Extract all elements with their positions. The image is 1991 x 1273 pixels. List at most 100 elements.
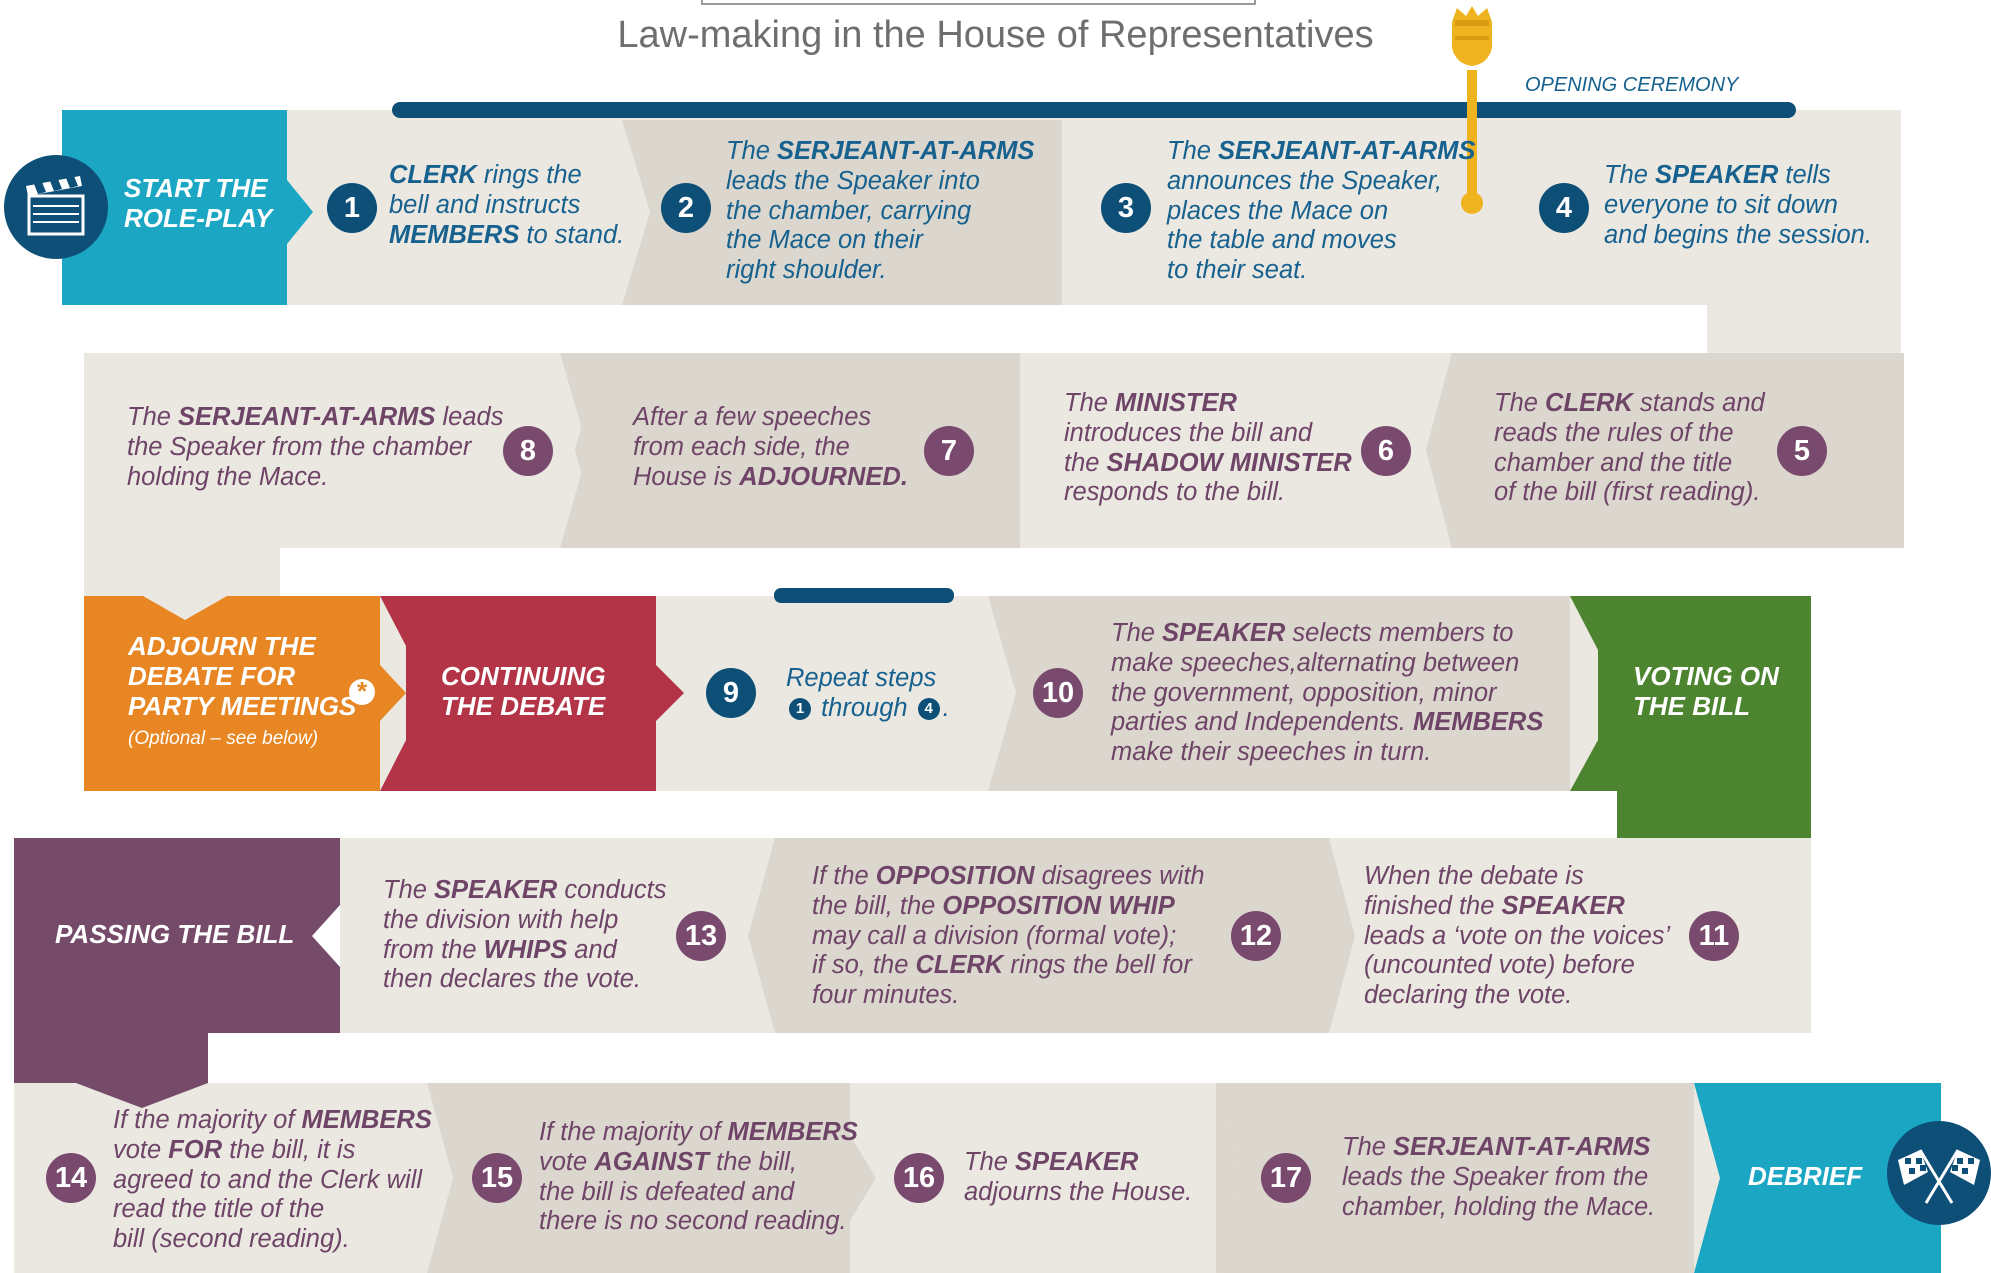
step-text-line: make speeches,alternating between	[1111, 649, 1543, 679]
step-text-fragment: through	[814, 693, 915, 722]
step-text-fragment: leads	[435, 403, 504, 431]
step-number-badge: 5	[1777, 426, 1827, 476]
step-text-fragment: If the	[812, 862, 876, 890]
continuing-header: CONTINUING THE DEBATE	[441, 661, 606, 722]
step-text-fragment: The	[1604, 161, 1656, 189]
step-text-line: After a few speeches	[633, 403, 908, 433]
step-text-fragment: The	[1111, 619, 1163, 647]
step-text-line: introduces the bill and	[1064, 419, 1352, 449]
voting-header-line: THE BILL	[1633, 690, 1750, 721]
step-text-line: the Speaker from the chamber	[127, 433, 503, 463]
start-header-line: ROLE-PLAY	[124, 202, 273, 233]
step-text-fragment: leads a ‘vote on the voices’	[1364, 921, 1671, 950]
step-text-fragment: stands and	[1632, 389, 1765, 417]
adjourn-header-line: DEBATE FOR	[128, 660, 296, 691]
step-text-line: and begins the session.	[1604, 221, 1872, 251]
step-number-badge: 11	[1689, 911, 1739, 961]
role-keyword: SERJEANT-AT-ARMS	[178, 403, 436, 431]
step-text-fragment: the bill, it is	[222, 1135, 356, 1164]
role-keyword: MEMBERS	[727, 1118, 858, 1146]
role-keyword: CLERK	[1545, 389, 1633, 417]
step-text-fragment: may call a division (formal vote);	[812, 921, 1177, 950]
step-text-line: responds to the bill.	[1064, 478, 1352, 508]
step-text-fragment: from each side, the	[633, 432, 850, 461]
step-text-fragment: rings the bell for	[1003, 951, 1192, 980]
step-text-fragment: parties and Independents.	[1111, 708, 1413, 737]
step-text-line: If the OPPOSITION disagrees with	[812, 862, 1205, 892]
role-keyword: FOR	[168, 1135, 223, 1164]
opening-ceremony-bar	[392, 102, 1796, 118]
step-text-line: finished the SPEAKER	[1364, 892, 1670, 922]
step-text-line: The MINISTER	[1064, 389, 1352, 419]
step-text-line: (uncounted vote) before	[1364, 951, 1670, 981]
inline-step-badge: 1	[789, 698, 811, 721]
step-text-fragment: the chamber, carrying	[726, 196, 972, 225]
step-text-fragment: the division with help	[383, 905, 619, 934]
role-keyword: SERJEANT-AT-ARMS	[1393, 1133, 1651, 1161]
voting-panel	[1570, 596, 1811, 864]
role-keyword: SPEAKER	[434, 876, 558, 904]
step-text-fragment: responds to the bill.	[1064, 478, 1286, 507]
step-number-badge: 14	[46, 1153, 96, 1203]
step-text-fragment: (uncounted vote) before	[1364, 951, 1635, 980]
step-text-fragment: the Mace on their	[726, 226, 924, 255]
step-text-fragment: .	[942, 693, 950, 722]
adjourn-header-line: PARTY MEETINGS	[128, 690, 357, 721]
step-text-line: The SPEAKER tells	[1604, 161, 1872, 191]
step-text-fragment: then declares the vote.	[383, 965, 642, 994]
step-text-line: right shoulder.	[726, 256, 1034, 286]
step-text-line: the Mace on their	[726, 226, 1034, 256]
step-text-line: of the bill (first reading).	[1494, 478, 1765, 508]
debrief-panel	[1694, 1083, 1941, 1273]
step-text-fragment: from the	[383, 935, 484, 964]
step-text-line: the government, opposition, minor	[1111, 679, 1543, 709]
adjourn-panel	[84, 596, 406, 791]
step-text-line: then declares the vote.	[383, 965, 666, 995]
step-text-line: vote AGAINST the bill,	[539, 1148, 858, 1178]
step-text-fragment: if so, the	[812, 951, 916, 980]
step-number-badge: 4	[1539, 183, 1589, 233]
step-text-line: 1 through 4.	[786, 694, 950, 724]
step-text-fragment: to stand.	[519, 220, 625, 249]
step-text-fragment: The	[383, 876, 435, 904]
step4-panel	[1500, 110, 1901, 378]
step-text-line: bill (second reading).	[113, 1225, 432, 1255]
step-text-fragment: rings the	[476, 161, 582, 189]
passing-down-arrow	[76, 1083, 208, 1108]
mace-icon	[1452, 6, 1492, 214]
step-number-badge: 3	[1101, 183, 1151, 233]
role-keyword: MEMBERS	[1412, 708, 1544, 737]
step-number-badge: 10	[1033, 668, 1083, 718]
step-text-line: The SPEAKER selects members to	[1111, 619, 1543, 649]
page-title: Law-making in the House of Representativ…	[617, 14, 1374, 56]
role-keyword: SHADOW MINISTER	[1106, 448, 1352, 477]
step-text-fragment: holding the Mace.	[127, 462, 329, 491]
step-text-fragment: finished the	[1364, 891, 1502, 920]
step-text-fragment: make their speeches in turn.	[1111, 738, 1432, 767]
step-number-badge: 7	[924, 426, 974, 476]
start-panel	[62, 110, 313, 305]
role-keyword: WHIPS	[483, 935, 568, 964]
step-number-badge: 6	[1361, 426, 1411, 476]
step-text-line: everyone to sit down	[1604, 191, 1872, 221]
role-keyword: OPPOSITION WHIP	[942, 891, 1175, 920]
passing-header: PASSING THE BILL	[55, 919, 295, 949]
step-text-line: the chamber, carrying	[726, 197, 1034, 227]
step7-panel	[575, 353, 1020, 548]
step12-panel	[748, 838, 1329, 1033]
asterisk-mark: *	[356, 676, 368, 706]
step-text-line: Repeat steps	[786, 664, 950, 694]
step-text-fragment: there is no second reading.	[539, 1207, 847, 1236]
role-keyword: CLERK	[915, 951, 1004, 980]
step-text-line: bell and instructs	[389, 191, 624, 221]
title-frame	[701, 0, 1256, 5]
step-text-line: may call a division (formal vote);	[812, 922, 1205, 952]
step-text-line: leads a ‘vote on the voices’	[1364, 922, 1670, 952]
role-keyword: CLERK	[389, 161, 477, 189]
